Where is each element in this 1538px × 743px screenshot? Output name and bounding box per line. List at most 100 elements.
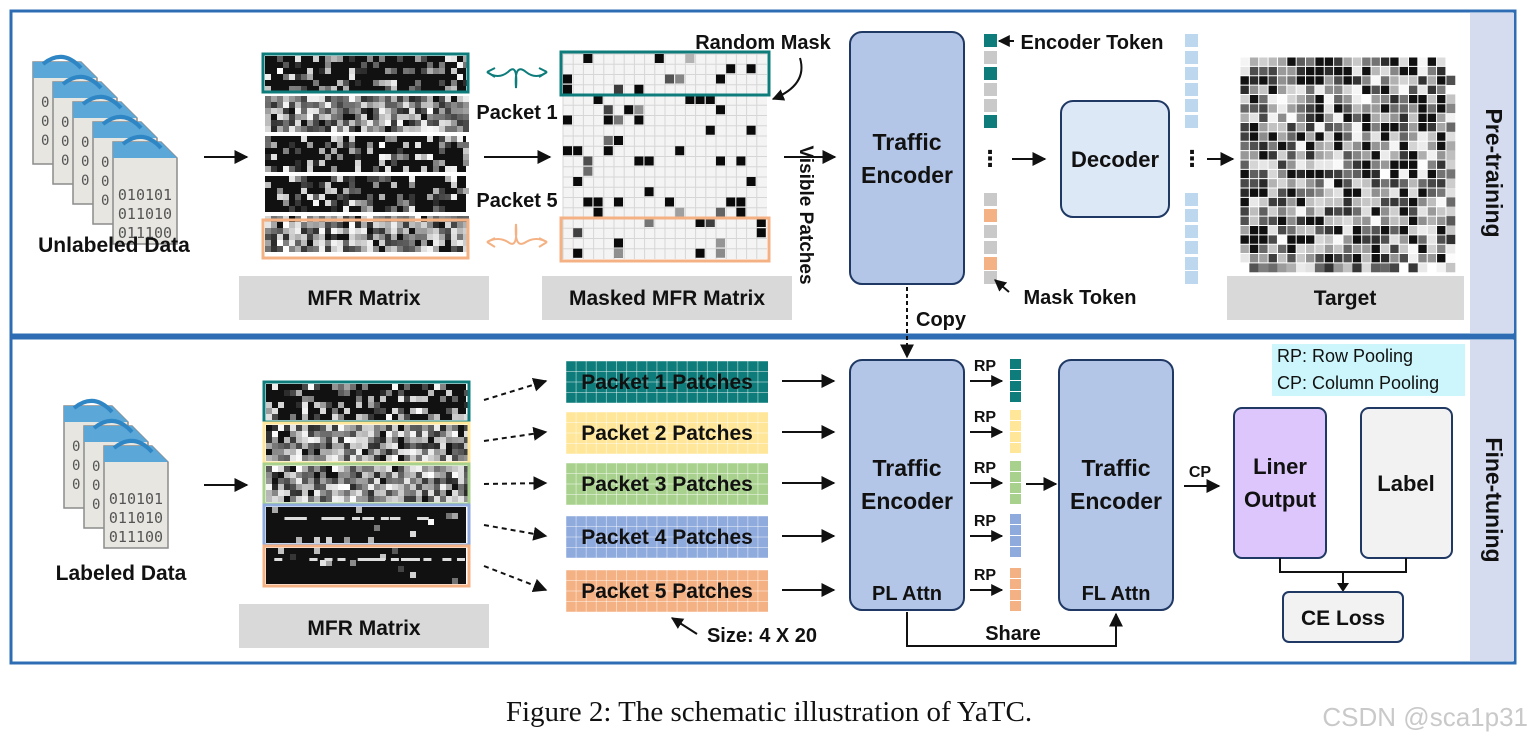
matrix-pixel <box>409 96 415 102</box>
matrix-pixel <box>1258 253 1269 263</box>
matrix-pixel <box>1333 159 1343 170</box>
matrix-pixel <box>271 228 277 234</box>
matrix-pixel <box>1417 234 1428 245</box>
matrix-pixel <box>368 414 374 420</box>
matrix-pixel <box>1268 94 1278 104</box>
matrix-pixel <box>355 240 361 246</box>
matrix-pixel <box>284 390 290 396</box>
matrix-pixel <box>1286 150 1297 160</box>
matrix-pixel <box>331 166 337 172</box>
matrix-pixel <box>1296 262 1306 273</box>
matrix-pixel <box>337 246 343 252</box>
matrix-pixel <box>392 472 398 478</box>
matrix-pixel <box>326 402 332 408</box>
matrix-pixel <box>1240 225 1250 235</box>
matrix-pixel <box>343 228 349 234</box>
matrix-pixel <box>1427 216 1437 226</box>
matrix-pixel <box>409 102 415 108</box>
matrix-pixel <box>451 194 457 200</box>
matrix-pixel <box>1296 66 1306 76</box>
matrix-pixel <box>266 478 272 484</box>
matrix-pixel <box>1380 169 1390 179</box>
file-digit: 0 <box>101 155 109 171</box>
matrix-pixel <box>295 166 301 172</box>
matrix-pixel <box>362 455 368 461</box>
matrix-pixel <box>1249 150 1259 160</box>
matrix-pixel <box>277 96 283 102</box>
matrix-pixel <box>1333 188 1343 198</box>
matrix-pixel <box>1417 253 1428 263</box>
matrix-pixel <box>307 194 313 200</box>
matrix-pixel <box>433 234 439 240</box>
file-digit: 0 <box>81 173 89 189</box>
matrix-pixel <box>1417 197 1428 207</box>
packet1-bracket-right-head <box>538 67 548 78</box>
matrix-pixel <box>433 120 439 126</box>
matrix-pixel <box>440 437 446 443</box>
matrix-pixel <box>355 222 361 228</box>
matrix-pixel <box>1380 159 1390 170</box>
file-digit: 0 <box>41 114 49 130</box>
decoded-token-square <box>1185 257 1198 270</box>
matrix-pixel <box>364 558 373 561</box>
matrix-pixel <box>428 484 434 490</box>
matrix-pixel <box>319 68 325 74</box>
matrix-pixel <box>301 188 307 194</box>
matrix-pixel <box>416 431 422 437</box>
matrix-pixel <box>463 142 469 148</box>
matrix-pixel <box>314 414 320 420</box>
matrix-pixel <box>349 56 355 62</box>
matrix-pixel <box>428 443 434 449</box>
matrix-pixel <box>1324 234 1334 245</box>
matrix-pixel <box>373 102 379 108</box>
matrix-pixel <box>325 246 331 252</box>
matrix-pixel <box>380 484 386 490</box>
matrix-pixel <box>284 443 290 449</box>
matrix-pixel <box>1277 244 1287 254</box>
matrix-pixel <box>433 68 439 74</box>
matrix-pixel <box>452 472 458 478</box>
matrix-pixel <box>373 246 379 252</box>
matrix-pixel <box>1240 94 1250 104</box>
matrix-pixel <box>295 194 301 200</box>
matrix-pixel <box>410 466 416 472</box>
matrix-pixel <box>284 455 290 461</box>
matrix-pixel <box>439 228 445 234</box>
matrix-pixel <box>355 154 361 160</box>
matrix-pixel <box>391 68 397 74</box>
matrix-pixel <box>1286 216 1297 226</box>
matrix-background <box>266 548 466 584</box>
matrix-pixel <box>356 478 362 484</box>
matrix-pixel <box>1249 75 1259 86</box>
matrix-pixel <box>463 56 469 62</box>
matrix-pixel <box>314 496 320 502</box>
matrix-pixel <box>271 102 277 108</box>
matrix-pixel <box>1249 103 1259 114</box>
matrix-pixel <box>1342 131 1353 142</box>
patch-label: Packet 3 Patches <box>581 473 753 496</box>
matrix-pixel <box>283 148 289 154</box>
matrix-pixel <box>289 86 295 92</box>
file-digit: 0 <box>81 154 89 170</box>
pooled-token <box>1010 514 1021 524</box>
matrix-pixel <box>295 176 301 182</box>
masked-visible-patch <box>593 95 603 104</box>
matrix-pixel <box>272 408 278 414</box>
matrix-pixel <box>368 402 374 408</box>
matrix-pixel <box>1399 178 1409 189</box>
fl-traffic-encoder <box>1058 359 1174 611</box>
matrix-pixel <box>409 108 415 114</box>
matrix-pixel <box>271 154 277 160</box>
matrix-pixel <box>343 188 349 194</box>
masked-visible-patch <box>583 197 593 207</box>
matrix-pixel <box>1258 66 1269 76</box>
matrix-pixel <box>374 449 380 455</box>
visible-patches-label: Visible Patches <box>795 145 816 284</box>
matrix-pixel <box>380 437 386 443</box>
matrix-pixel <box>392 425 398 431</box>
masked-visible-patch <box>746 177 756 186</box>
matrix-pixel <box>373 108 379 114</box>
pooled-token <box>1010 601 1021 611</box>
matrix-pixel <box>410 449 416 455</box>
matrix-pixel <box>445 194 451 200</box>
